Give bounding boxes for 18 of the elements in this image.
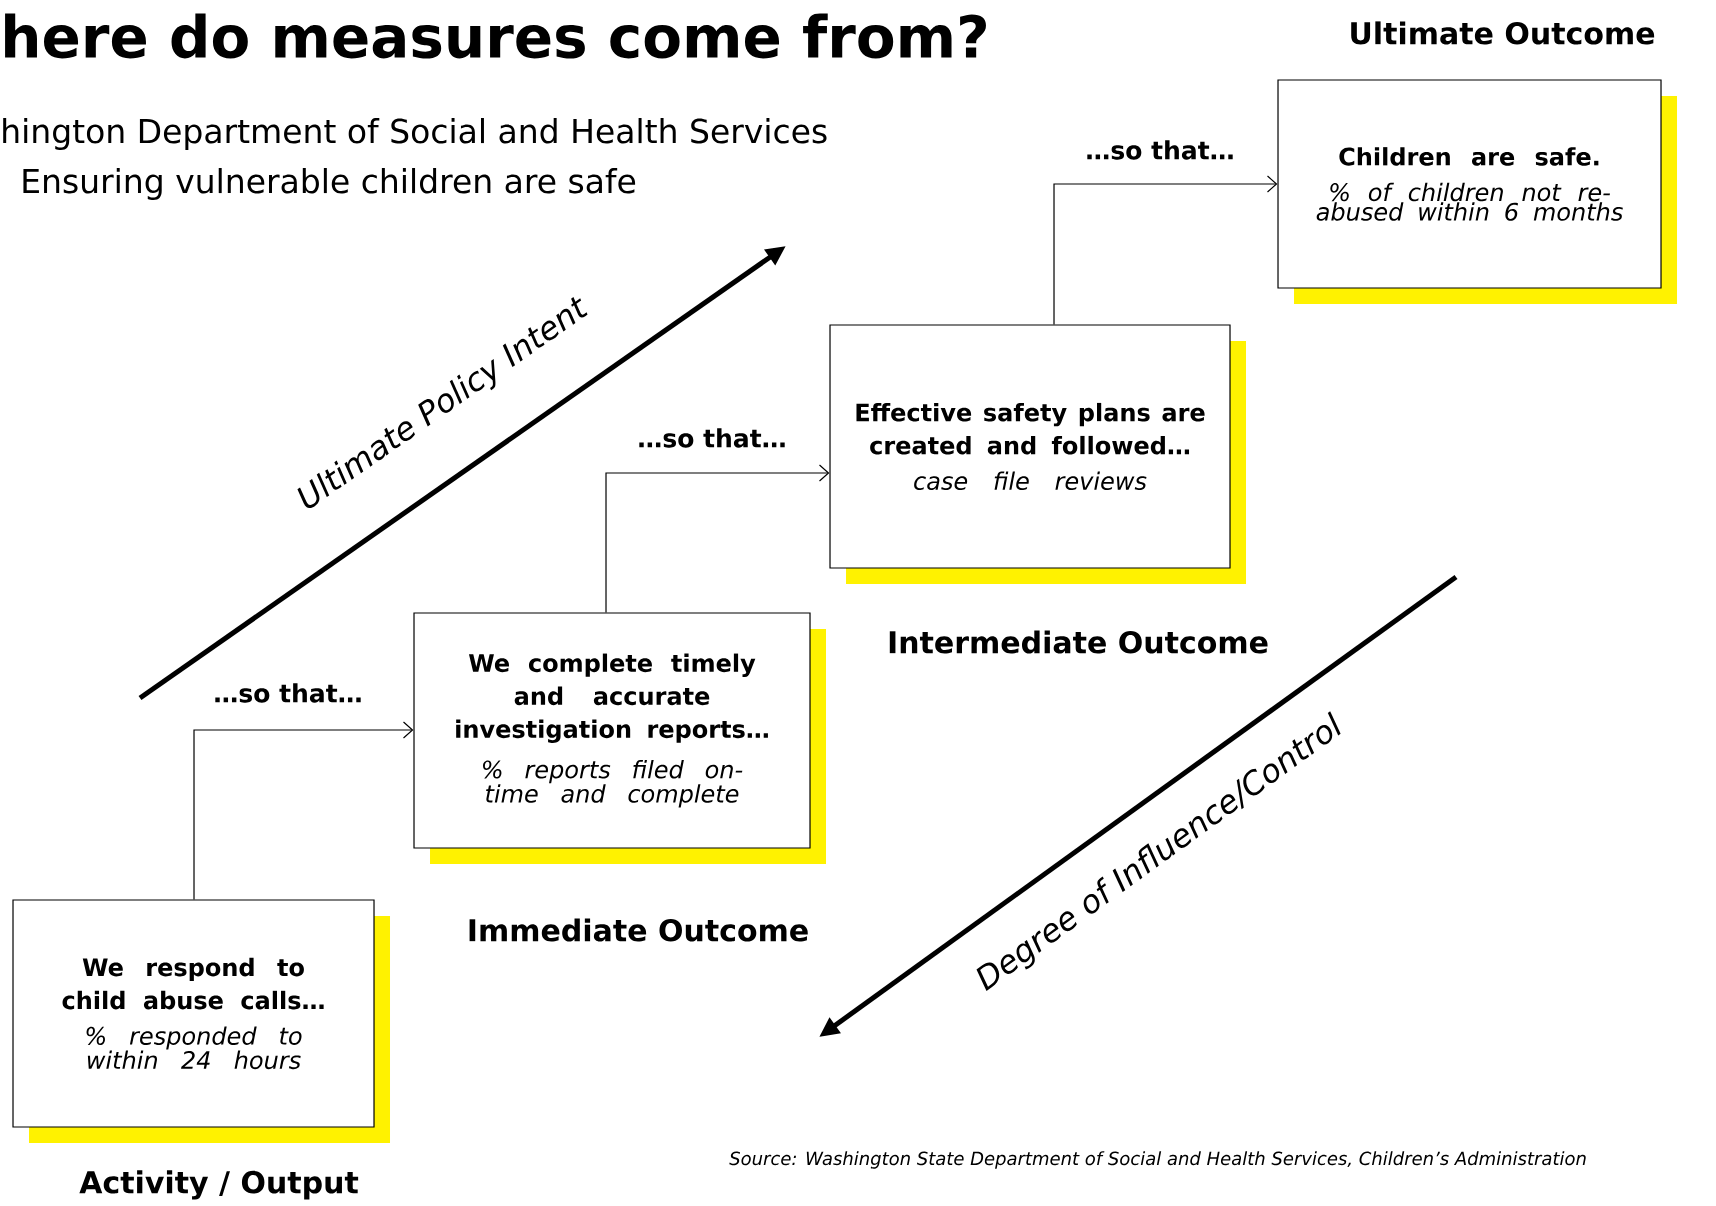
edge-label: …so that… (211, 681, 365, 705)
measure-box: Effective safety plans are created and followed… case file reviews (829, 324, 1246, 584)
measure-box: We complete timely and accurate investigation reports… % reports filed on- time and complete (413, 612, 826, 864)
subtitle: hington Department of Social and Health Services (3, 118, 827, 150)
measure-box: We respond to child abuse calls… % responded to within 24 hours (12, 899, 390, 1143)
connector-arrow (605, 464, 830, 613)
title: here do measures come from? (5, 13, 986, 59)
outcome-heading: Activity / Output (79, 1170, 359, 1200)
measure-box: Children are safe. % of children not re- abused within 6 months (1277, 79, 1677, 304)
outcome-heading: Ultimate Outcome (1351, 21, 1655, 45)
connector-arrow (1053, 175, 1278, 325)
edge-label: …so that… (635, 426, 789, 450)
subtitle: Ensuring vulnerable children are safe (23, 168, 636, 200)
outcome-heading: Intermediate Outcome (889, 630, 1268, 654)
edge-label: …so that… (1083, 138, 1237, 162)
connector-arrow (193, 721, 414, 900)
source-note: Source: Washington State Department of Social and Health Services, Children’s Administration (729, 1151, 1586, 1169)
outcome-heading: Immediate Outcome (469, 918, 808, 942)
